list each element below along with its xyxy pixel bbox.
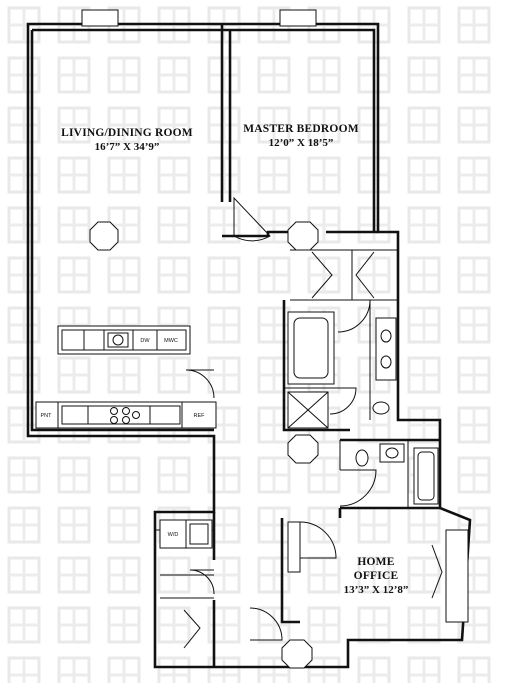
room-dims-office: 13’3” X 12’8” (344, 584, 409, 596)
microwave-label: MWC (164, 338, 178, 344)
vanity (375, 317, 397, 381)
kitchen-counter (35, 401, 217, 429)
laundry (159, 519, 213, 549)
refrigerator-label: REF (194, 413, 206, 419)
washer-dryer-label: W/D (168, 532, 179, 538)
kitchen-island (57, 325, 191, 355)
pantry-label: PNT (41, 413, 53, 419)
columns (89, 221, 319, 669)
second-bath-fixtures (355, 443, 439, 505)
dishwasher-label: DW (140, 338, 150, 344)
room-name-living: LIVING/DINING ROOM (61, 127, 193, 139)
exterior-walls (26, 22, 472, 669)
column-office (281, 639, 313, 669)
bathtub (287, 311, 335, 385)
room-dims-master: 12’0” X 18’5” (269, 137, 334, 149)
room-name-office: HOME (357, 556, 394, 568)
doors (185, 196, 377, 641)
column-living (89, 221, 119, 251)
column-bath (287, 434, 319, 464)
toilet (372, 401, 390, 415)
toilet (355, 449, 369, 467)
room-name-master: MASTER BEDROOM (243, 123, 359, 135)
master-bath-fixtures (287, 311, 397, 429)
closet-doors (183, 251, 469, 649)
window (279, 9, 317, 27)
room-name-office-line2: OFFICE (354, 570, 399, 582)
room-dims-living: 16’7” X 34’9” (95, 141, 160, 153)
window (81, 9, 119, 27)
column-closet (287, 221, 319, 251)
